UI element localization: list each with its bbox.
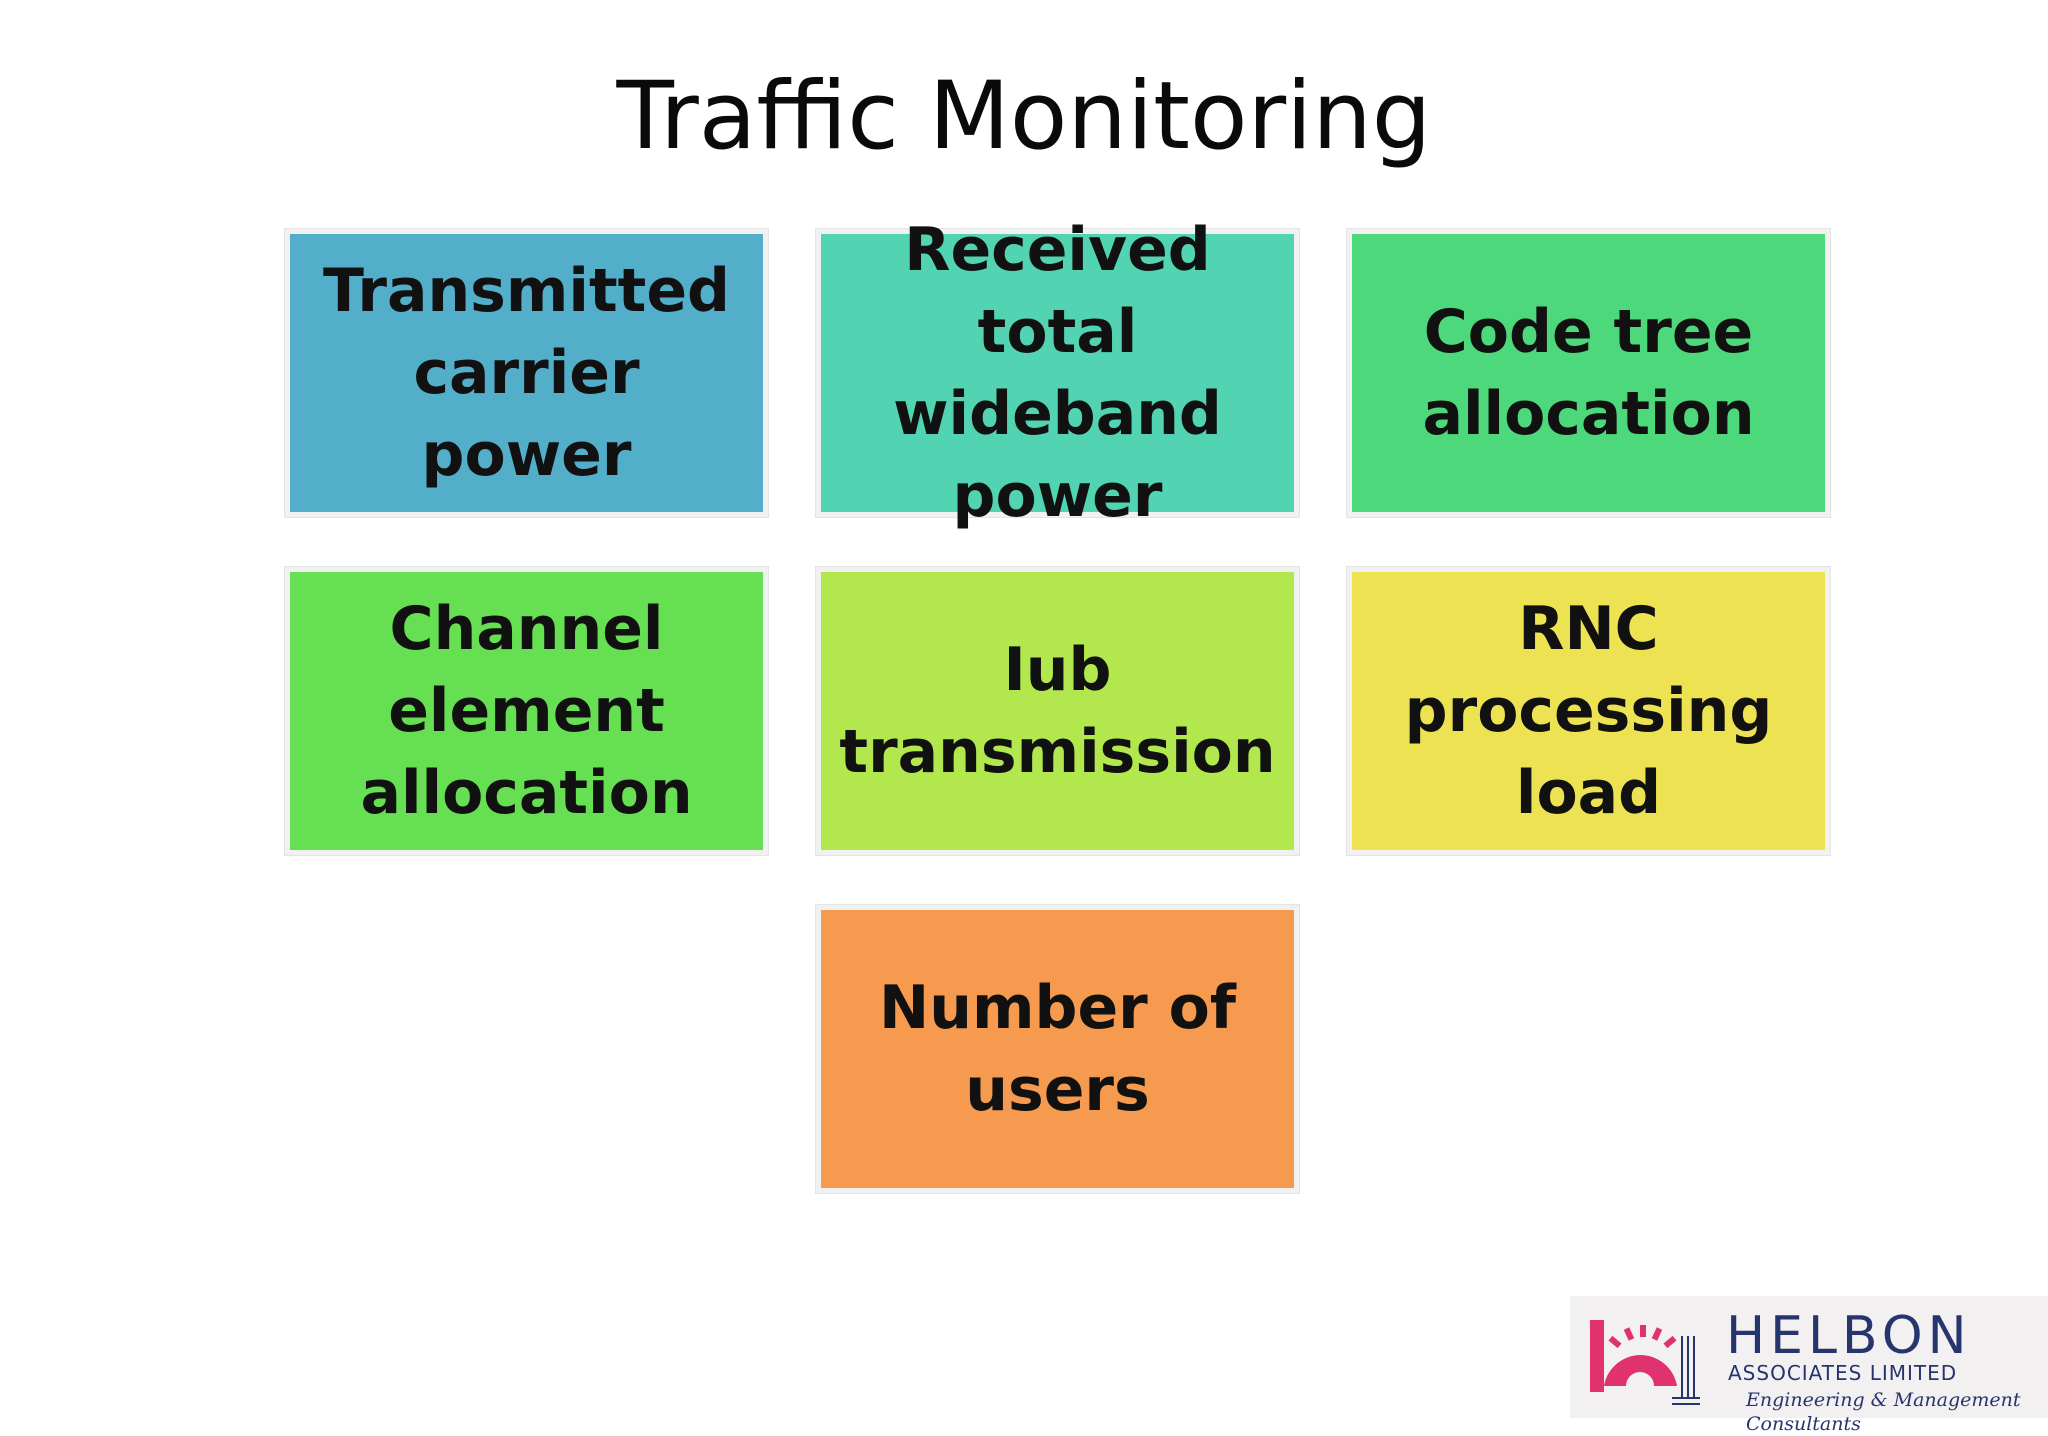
box-received-total-wideband-power: Received total wideband power: [816, 215, 1299, 531]
box-rnc-processing-load: RNC processing load: [1347, 567, 1830, 855]
company-logo: HELBON ASSOCIATES LIMITED Engineering & …: [1570, 1296, 2048, 1435]
logo-company-subtitle: ASSOCIATES LIMITED: [1728, 1361, 1958, 1385]
box-label: Received total wideband power: [893, 215, 1222, 531]
box-transmitted-carrier-power: Transmitted carrier power: [285, 229, 768, 517]
box-channel-element-allocation: Channel element allocation: [285, 567, 768, 855]
box-code-tree-allocation: Code tree allocation: [1347, 229, 1830, 517]
box-label: Channel element allocation: [360, 594, 693, 828]
box-number-of-users: Number of users: [816, 905, 1299, 1193]
box-label: Iub transmission: [839, 635, 1276, 787]
box-label: Code tree allocation: [1422, 297, 1755, 449]
gear-logo-icon: [1590, 1320, 1700, 1405]
slide-title: Traffic Monitoring: [616, 62, 1432, 171]
box-label: Transmitted carrier power: [323, 256, 730, 490]
logo-tagline: Engineering & Management Consultants: [1746, 1389, 2021, 1435]
box-label: Number of users: [879, 973, 1236, 1125]
box-label: RNC processing load: [1404, 594, 1773, 828]
logo-company-name: HELBON: [1726, 1306, 1972, 1366]
box-iub-transmission: Iub transmission: [816, 567, 1299, 855]
